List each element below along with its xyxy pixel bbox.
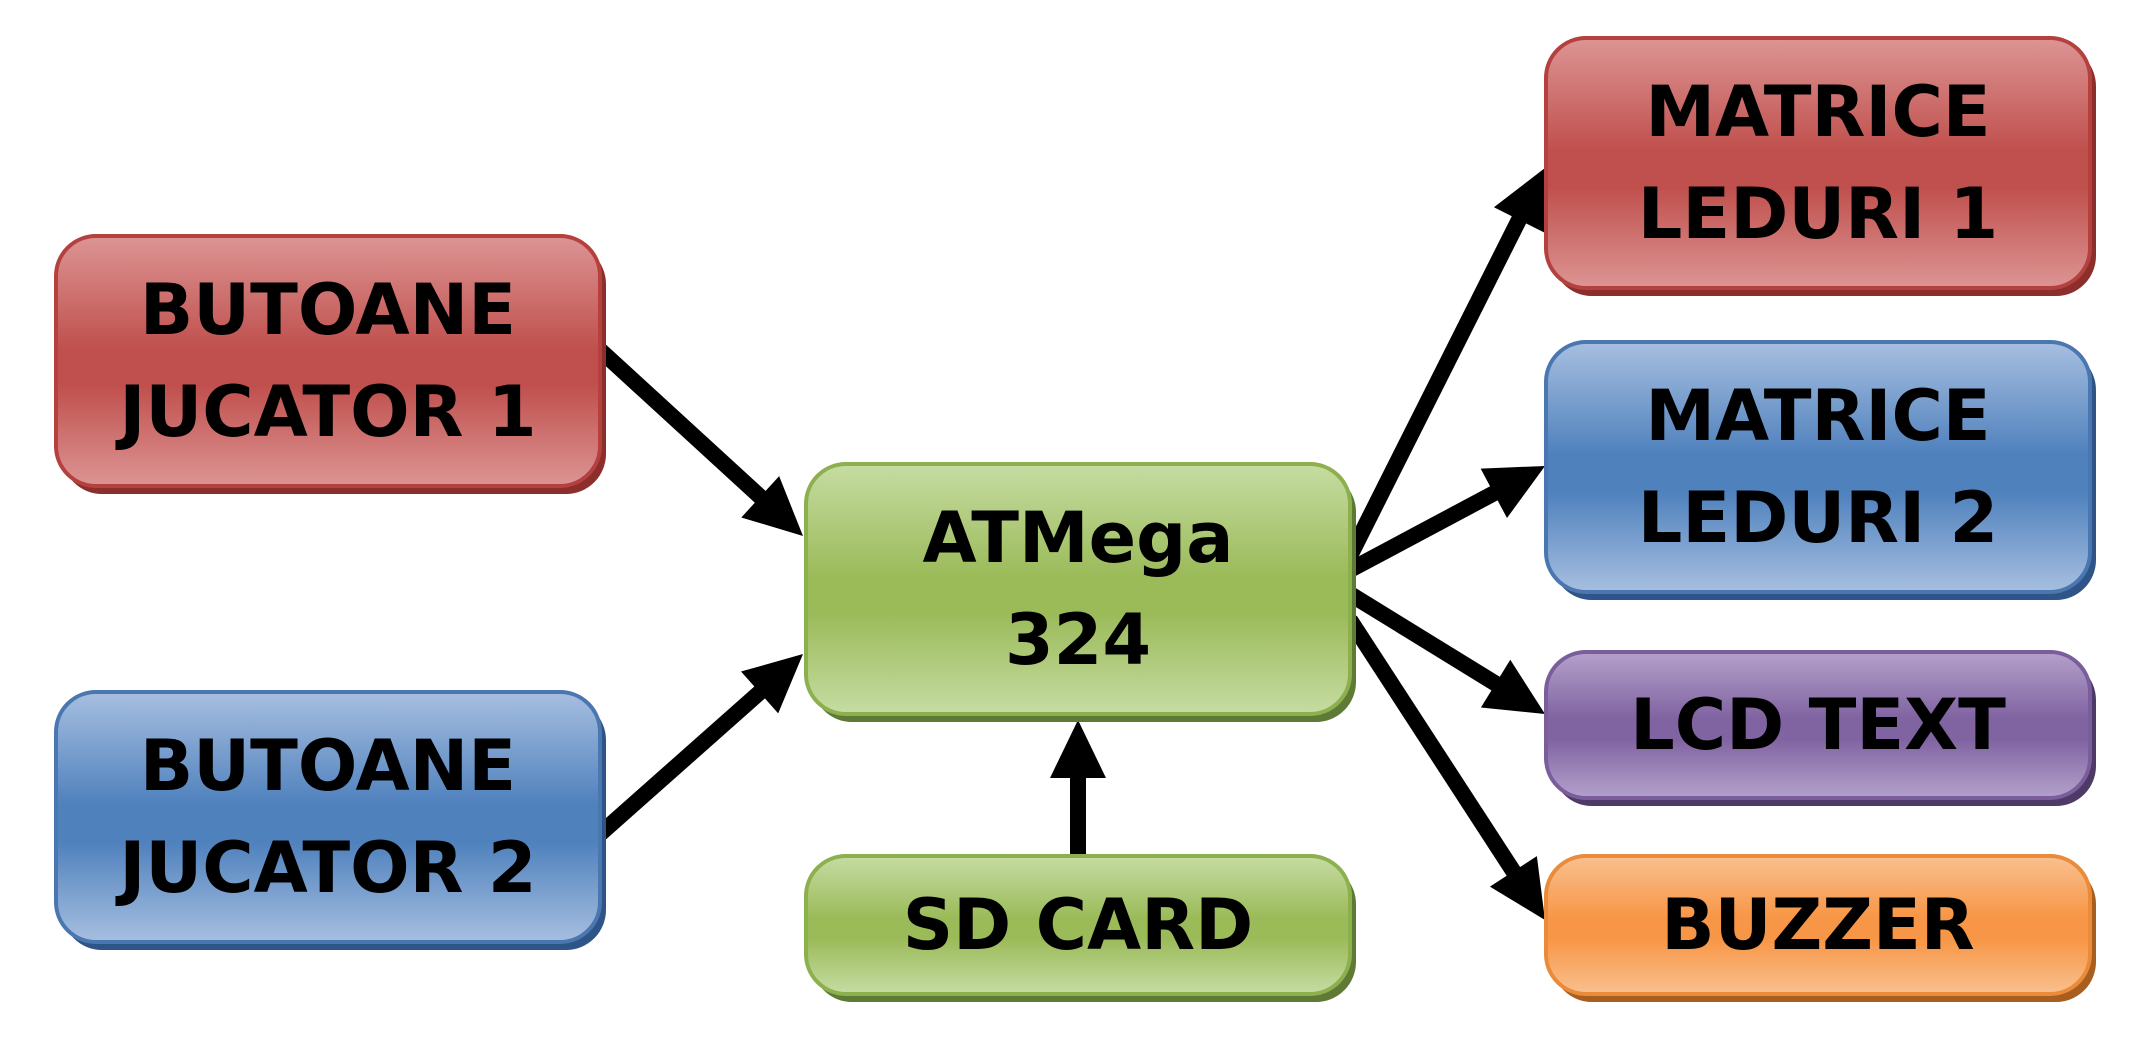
- arrow-atmega-to-buzzer: [1343, 615, 1545, 920]
- block-matrice-1: MATRICE LEDURI 1: [1544, 36, 2096, 296]
- arrow-head: [1493, 168, 1545, 233]
- block-body: [804, 462, 1352, 716]
- block-label-line: JUCATOR 1: [115, 371, 536, 453]
- block-label-line: SD CARD: [903, 884, 1253, 966]
- block-label-line: MATRICE: [1645, 375, 1990, 457]
- arrow-head: [1489, 856, 1545, 920]
- block-matrice-2: MATRICE LEDURI 2: [1544, 340, 2096, 600]
- block-body: [1544, 340, 2092, 594]
- block-body: [54, 234, 602, 488]
- arrow-shaft: [1346, 484, 1502, 578]
- block-atmega: ATMega 324: [804, 462, 1356, 722]
- block-label-line: MATRICE: [1645, 71, 1990, 153]
- block-label-line: BUTOANE: [140, 725, 516, 807]
- block-label-line: ATMega: [923, 497, 1234, 579]
- block-body: [1544, 36, 2092, 290]
- arrow-head: [1480, 659, 1545, 714]
- block-lcd: LCD TEXT: [1544, 650, 2096, 806]
- block-label-line: 324: [1005, 599, 1151, 681]
- block-butoane-1: BUTOANE JUCATOR 1: [54, 234, 606, 494]
- arrow-sd-card-to-atmega: [1050, 720, 1106, 856]
- block-label-line: JUCATOR 2: [115, 827, 536, 909]
- block-buzzer: BUZZER: [1544, 854, 2096, 1002]
- block-label-line: BUTOANE: [140, 269, 516, 351]
- diagram-blocks: BUTOANE JUCATOR 1 BUTOANE JUCATOR 2 ATMega 32…: [54, 36, 2096, 1002]
- block-label-line: BUZZER: [1661, 884, 1974, 966]
- block-body: [1544, 650, 2092, 800]
- arrow-butoane-1-to-atmega: [594, 344, 803, 536]
- block-butoane-2: BUTOANE JUCATOR 2: [54, 690, 606, 950]
- block-sd-card: SD CARD: [804, 854, 1356, 1002]
- block-label-line: LEDURI 2: [1638, 477, 1998, 559]
- arrow-atmega-to-lcd: [1345, 587, 1545, 714]
- arrow-head: [741, 476, 803, 536]
- arrow-head: [1480, 466, 1545, 518]
- block-body: [54, 690, 602, 944]
- arrow-atmega-to-matrice-1: [1342, 168, 1545, 560]
- arrow-butoane-2-to-atmega: [594, 654, 803, 840]
- block-label-line: LEDURI 1: [1638, 173, 1998, 255]
- block-body: [1544, 854, 2092, 996]
- arrow-shaft: [1343, 615, 1523, 880]
- arrow-shaft: [1345, 587, 1504, 693]
- arrow-shaft: [594, 683, 768, 840]
- arrow-shaft: [1342, 212, 1528, 560]
- connection-arrows: [594, 168, 1545, 920]
- block-body: [804, 854, 1352, 996]
- arrow-shaft: [594, 344, 769, 506]
- block-label-line: LCD TEXT: [1630, 684, 2006, 766]
- arrow-head: [741, 654, 803, 714]
- arrow-head: [1050, 720, 1106, 778]
- arrow-atmega-to-matrice-2: [1346, 466, 1545, 578]
